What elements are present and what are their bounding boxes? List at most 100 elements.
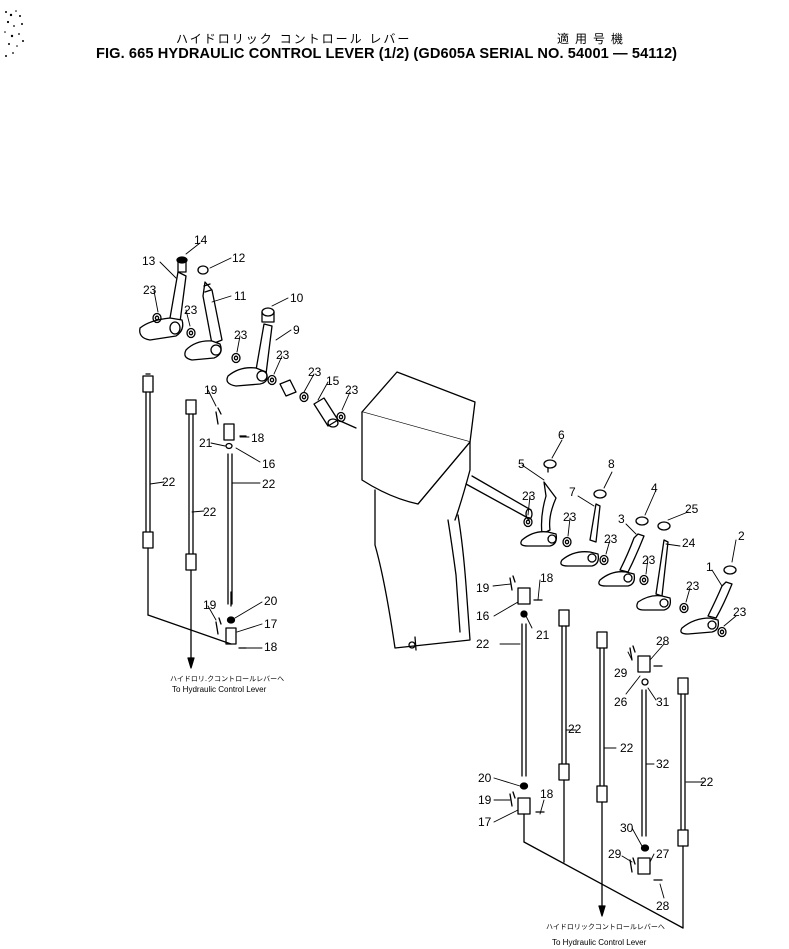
rod-22-left-3 (215, 407, 247, 649)
washer-23j (639, 574, 649, 586)
callout-23: 23 (522, 489, 536, 503)
callout-12: 12 (232, 251, 246, 265)
callout-13: 13 (142, 254, 156, 268)
callout-22: 22 (568, 722, 582, 736)
callout-11: 11 (234, 289, 247, 303)
callout-1: 1 (706, 560, 713, 574)
callout-16: 16 (262, 457, 276, 471)
knob-14 (176, 256, 188, 264)
callout-21: 21 (536, 628, 550, 642)
note-right-en: To Hydraulic Control Lever (552, 938, 647, 947)
callout-16: 16 (476, 609, 490, 623)
bushing-15 (313, 397, 339, 427)
callout-19: 19 (476, 581, 490, 595)
washer-23h (562, 536, 572, 548)
callout-21: 21 (199, 436, 213, 450)
bushing-small (279, 379, 297, 397)
knob-2 (723, 565, 737, 575)
callout-23: 23 (642, 553, 656, 567)
callouts-left: 14 13 12 23 11 10 23 9 23 23 23 15 23 19… (142, 233, 359, 654)
callout-27: 27 (656, 847, 670, 861)
knob-12 (197, 265, 209, 275)
knob-25 (657, 521, 671, 531)
washer-23l (717, 626, 727, 638)
control-console-housing (337, 371, 533, 651)
callout-24: 24 (682, 536, 696, 550)
callout-3: 3 (618, 512, 625, 526)
rod-32 (629, 645, 663, 881)
note-left-en: To Hydraulic Control Lever (172, 685, 267, 694)
callout-5: 5 (518, 457, 525, 471)
washer-23a (152, 312, 162, 324)
callout-4: 4 (651, 481, 658, 495)
callout-19: 19 (204, 383, 218, 397)
rod-22-right-4 (677, 677, 689, 929)
washer-23d (267, 374, 277, 386)
callout-10: 10 (290, 291, 304, 305)
callout-32: 32 (656, 757, 670, 771)
rod-22-right-1 (509, 575, 545, 843)
callout-14: 14 (194, 233, 208, 247)
callout-31: 31 (656, 695, 670, 709)
washer-23i (599, 554, 609, 566)
right-lever-group (509, 459, 737, 929)
left-lever-group (139, 256, 346, 669)
rod-22-right-3 (596, 631, 608, 917)
callout-15: 15 (326, 374, 340, 388)
japanese-applicable-serial: 適用号機 (557, 32, 630, 46)
knob-4 (635, 516, 649, 526)
knob-10 (261, 307, 275, 317)
callout-19: 19 (478, 793, 492, 807)
rod-22-left-2 (185, 399, 197, 669)
rod-22-left-1 (142, 373, 154, 616)
callout-23: 23 (686, 579, 700, 593)
callout-18: 18 (540, 787, 554, 801)
callout-29: 29 (614, 666, 628, 680)
callout-30: 30 (620, 821, 634, 835)
washer-23k (679, 602, 689, 614)
callout-23: 23 (308, 365, 322, 379)
callout-22: 22 (162, 475, 176, 489)
callout-17: 17 (264, 617, 278, 631)
figure-title: FIG. 665 HYDRAULIC CONTROL LEVER (1/2) (… (96, 46, 678, 62)
callout-18: 18 (540, 571, 554, 585)
callout-28: 28 (656, 634, 670, 648)
callouts-right: 6 8 5 4 7 23 25 3 23 2 23 24 23 1 18 19 … (476, 428, 747, 913)
knob-6 (543, 459, 557, 469)
corner-mark (2, 6, 28, 64)
leader-lines (149, 242, 737, 899)
callout-22: 22 (700, 775, 714, 789)
knob-8 (593, 489, 607, 499)
destination-notes: ハイドロリ.クコントロールレバーへ To Hydraulic Control L… (170, 675, 665, 947)
callout-29: 29 (608, 847, 622, 861)
callout-25: 25 (685, 502, 699, 516)
note-left-jp: ハイドロリ.クコントロールレバーへ (170, 675, 284, 683)
callout-22: 22 (620, 741, 634, 755)
callout-18: 18 (264, 640, 278, 654)
washer-23f (336, 411, 346, 423)
callout-23: 23 (184, 303, 198, 317)
washer-23b (186, 327, 196, 339)
callout-8: 8 (608, 457, 615, 471)
callout-17: 17 (478, 815, 492, 829)
callout-20: 20 (264, 594, 278, 608)
callout-23: 23 (733, 605, 747, 619)
japanese-title: ハイドロリック コントロール レバー (176, 32, 412, 46)
callout-9: 9 (293, 323, 300, 337)
callout-19: 19 (203, 598, 217, 612)
washer-23g (523, 516, 533, 528)
washer-23e (299, 391, 309, 403)
callout-22: 22 (262, 477, 276, 491)
callout-7: 7 (569, 485, 576, 499)
callout-23: 23 (604, 532, 618, 546)
washer-23c (231, 352, 241, 364)
callout-28: 28 (656, 899, 670, 913)
callout-26: 26 (614, 695, 628, 709)
callout-2: 2 (738, 529, 745, 543)
callout-22: 22 (203, 505, 217, 519)
callout-23: 23 (345, 383, 359, 397)
callout-22: 22 (476, 637, 490, 651)
callout-23: 23 (143, 283, 157, 297)
